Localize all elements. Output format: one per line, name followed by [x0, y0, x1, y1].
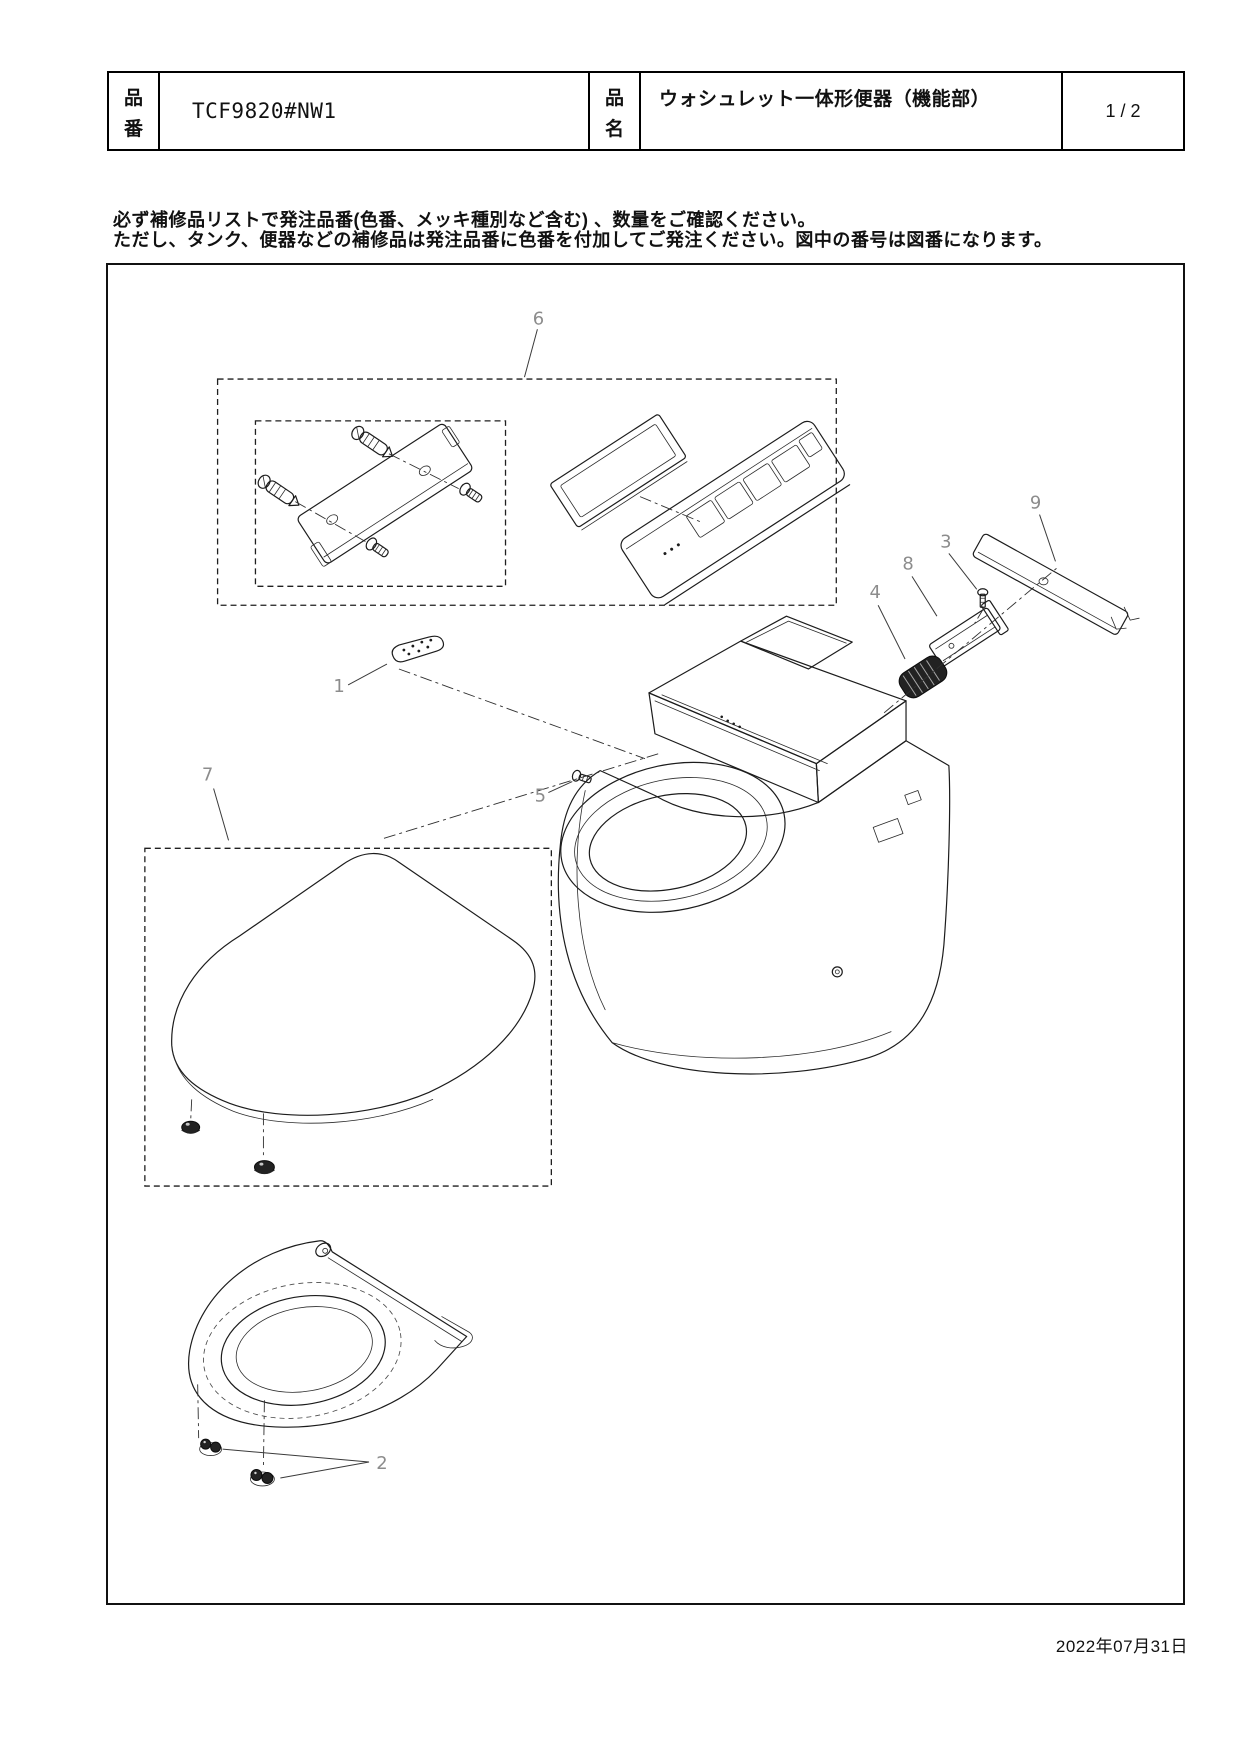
part-remote-bracket — [550, 414, 688, 531]
callout-2: 2 — [376, 1453, 387, 1474]
axis-part-5 — [383, 752, 663, 839]
header-table: 品 番 TCF9820#NW1 品 名 ウォシュレット一体形便器（機能部） 1 … — [107, 71, 1185, 151]
part-seat-nut-left — [199, 1438, 222, 1456]
part-remote-control — [620, 420, 851, 606]
axis-anchor-lower — [295, 501, 368, 543]
part-plate-screw-bottom — [365, 537, 389, 558]
part-toilet-body — [557, 615, 951, 1075]
part-lid-7 — [171, 852, 536, 1175]
leader-2b — [280, 1461, 370, 1479]
axis-anchor-upper — [388, 453, 459, 490]
part-screw-5 — [571, 769, 592, 784]
part-wall-anchor-lower — [257, 474, 300, 507]
part-seat-ring-2 — [188, 1240, 473, 1487]
part-lid-cap-right — [253, 1160, 275, 1175]
part-mount-plate-1 — [391, 635, 445, 663]
group-box-7 — [144, 847, 552, 1187]
parts-diagram: 1 2 3 4 5 6 7 8 9 — [144, 308, 1140, 1487]
callout-9: 9 — [1030, 493, 1041, 514]
part-filter-4 — [898, 655, 948, 699]
leader-2a — [222, 1448, 370, 1463]
leader-5 — [548, 781, 573, 793]
callout-4: 4 — [869, 582, 880, 603]
product-name-label-top: 品 — [604, 88, 624, 109]
callout-7: 7 — [202, 765, 213, 786]
part-number-label-bottom: 番 — [123, 119, 143, 140]
order-note-line2: ただし、タンク、便器などの補修品は発注品番に色番を付加してご発注ください。図中の… — [113, 229, 1053, 250]
diagram-frame: 1 2 3 4 5 6 7 8 9 — [106, 263, 1185, 1605]
leader-8 — [911, 576, 938, 617]
leader-4 — [877, 605, 906, 660]
part-bracket-8 — [929, 599, 1009, 667]
callout-1: 1 — [333, 676, 344, 697]
part-wall-anchor-upper — [351, 425, 394, 458]
part-number-label-cell: 品 番 — [109, 73, 160, 149]
axis-part-1 — [398, 668, 646, 760]
leader-7 — [213, 788, 230, 841]
axis-rear-parts — [883, 568, 1057, 714]
product-name-value: ウォシュレット一体形便器（機能部） — [641, 73, 1063, 149]
leader-6 — [523, 329, 538, 378]
part-wall-plate — [297, 423, 473, 567]
part-top-cover-bar-9 — [972, 533, 1140, 635]
group-box-6-inner — [254, 420, 507, 587]
callout-6: 6 — [533, 308, 544, 329]
part-lid-cap-left — [181, 1120, 201, 1134]
product-name-label-bottom: 名 — [604, 119, 624, 140]
part-plate-screw-right — [459, 482, 483, 503]
part-seat-nut-right — [250, 1469, 275, 1487]
page-indicator: 1 / 2 — [1105, 100, 1141, 121]
order-notes: 必ず補修品リストで発注品番(色番、メッキ種別など含む) 、数量をご確認ください。… — [113, 210, 1053, 250]
leader-9 — [1039, 514, 1056, 562]
part-number-value: TCF9820#NW1 — [160, 73, 590, 149]
part-number-label-top: 品 — [123, 88, 143, 109]
leader-1 — [347, 663, 388, 686]
product-name-label-cell: 品 名 — [590, 73, 641, 149]
callout-3: 3 — [940, 531, 951, 552]
callout-8: 8 — [902, 553, 913, 574]
group-box-6 — [216, 378, 837, 606]
revision-date: 2022年07月31日 — [1055, 1637, 1188, 1656]
callout-5: 5 — [535, 785, 546, 806]
axis-screw-3 — [974, 607, 985, 624]
order-note-line1: 必ず補修品リストで発注品番(色番、メッキ種別など含む) 、数量をご確認ください。 — [113, 210, 816, 230]
leader-3 — [948, 553, 978, 590]
